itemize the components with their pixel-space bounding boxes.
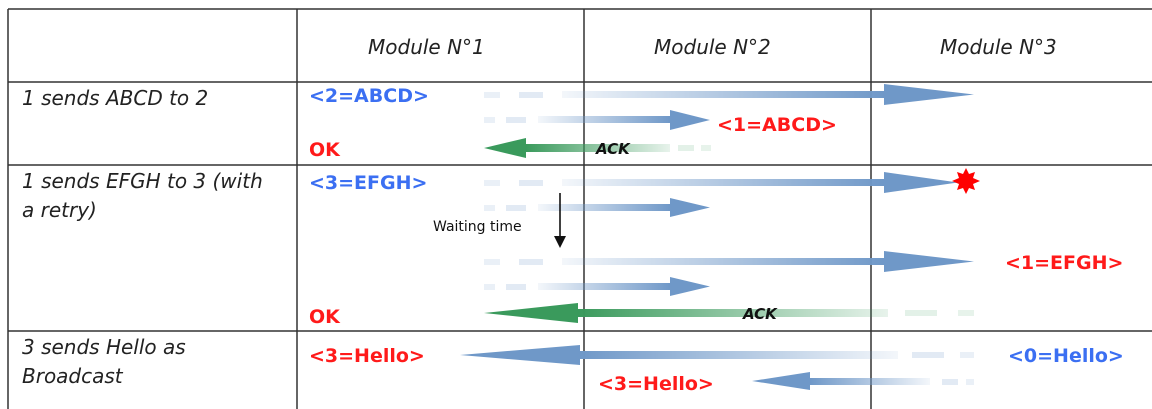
arrow-send-abcd xyxy=(484,84,974,105)
arrow-resend-efgh xyxy=(484,251,974,272)
status-ok-1: OK xyxy=(309,139,340,161)
arrow-broadcast-hello xyxy=(460,345,974,365)
message-recv-efgh: <1=EFGH> xyxy=(1005,252,1124,274)
table-grid xyxy=(7,8,1152,409)
message-send-efgh: <3=EFGH> xyxy=(309,172,428,194)
label-ack-1: ACK xyxy=(596,140,630,158)
arrow-ack-1 xyxy=(484,138,711,158)
arrow-recv-abcd xyxy=(484,110,710,130)
arrow-broadcast-hello-short xyxy=(752,372,974,390)
column-header-module-1: Module N°1 xyxy=(368,35,485,59)
label-ack-2: ACK xyxy=(743,305,777,323)
arrow-send-efgh xyxy=(484,172,958,193)
row-label-abcd: 1 sends ABCD to 2 xyxy=(22,86,209,110)
message-recv-abcd: <1=ABCD> xyxy=(717,114,837,136)
arrow-ack-2 xyxy=(484,303,974,323)
down-arrow-icon xyxy=(554,193,566,248)
label-waiting-time: Waiting time xyxy=(433,219,522,235)
column-header-module-2: Module N°2 xyxy=(654,35,771,59)
red-star-burst-icon xyxy=(952,168,980,194)
arrow-retry-short-2 xyxy=(484,277,710,296)
message-recv-hello-1: <3=Hello> xyxy=(309,345,425,367)
row-label-efgh: 1 sends EFGH to 3 (with a retry) xyxy=(22,169,263,222)
message-send-hello: <0=Hello> xyxy=(1008,345,1124,367)
status-ok-2: OK xyxy=(309,306,340,328)
column-header-module-3: Module N°3 xyxy=(940,35,1057,59)
message-send-abcd: <2=ABCD> xyxy=(309,85,429,107)
row-label-hello: 3 sends Hello as Broadcast xyxy=(22,335,186,388)
arrow-retry-short xyxy=(484,198,710,217)
message-recv-hello-2: <3=Hello> xyxy=(598,373,714,395)
